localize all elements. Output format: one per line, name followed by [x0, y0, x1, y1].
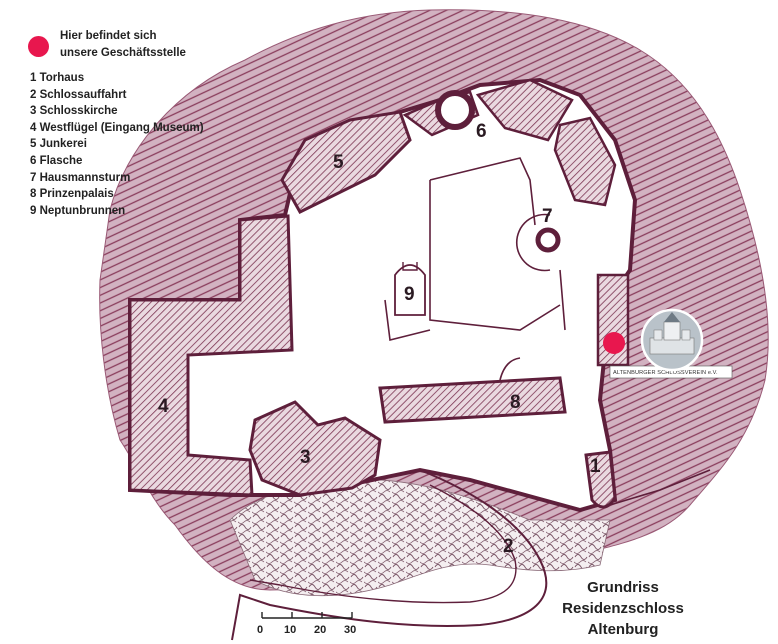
legend-item: 3 Schlosskirche	[30, 105, 118, 118]
map-number-7: 7	[542, 206, 553, 227]
building-north-wing-2	[475, 78, 574, 142]
office-note-line-2: unsere Geschäftsstelle	[60, 46, 186, 59]
legend-item: 7 Hausmannsturm	[30, 171, 131, 184]
legend-item: 2 Schlossauffahrt	[30, 88, 127, 101]
scale-label-30: 30	[344, 624, 356, 636]
title-line-1: Grundriss	[587, 579, 659, 596]
legend-item: 1 Torhaus	[30, 72, 85, 84]
title-line-2: Residenzschloss Altenburg	[562, 600, 684, 638]
building-prinzenpalais	[378, 376, 567, 424]
legend-item: 6 Flasche	[30, 154, 83, 167]
map-number-1: 1	[590, 456, 601, 477]
legend-item: 5 Junkerei	[30, 138, 87, 151]
scale-label-0: 0	[257, 624, 263, 636]
building-schlosskirche	[248, 400, 382, 497]
map-number-3: 3	[300, 447, 311, 468]
scale-label-20: 20	[314, 624, 326, 636]
map-number-5: 5	[333, 152, 344, 173]
driveway	[231, 469, 711, 641]
courtyard-lines	[384, 157, 566, 381]
building-westfluegel	[128, 214, 294, 497]
legend-item: 8 Prinzenpalais	[30, 188, 114, 201]
buildings	[128, 78, 630, 509]
tower-hausmannsturm	[516, 213, 561, 272]
neptune-fountain	[394, 262, 426, 316]
scale-bar: 0 10 20 30	[257, 612, 356, 636]
schlossverein-badge: ALTENBURGER SCHLOSSVEREIN e.V.	[609, 308, 733, 379]
map-number-2: 2	[503, 536, 514, 557]
map-number-9: 9	[404, 284, 415, 305]
legend-item: 9 Neptunbrunnen	[30, 204, 126, 217]
legend-item: 4 Westflügel (Eingang Museum)	[30, 121, 204, 134]
castle-badge-icon	[640, 308, 704, 372]
office-note: Hier befindet sich unsere Geschäftsstell…	[60, 28, 210, 61]
building-junkerei	[280, 110, 412, 214]
tower-flasche	[435, 90, 475, 130]
map-number-6: 6	[476, 121, 487, 142]
office-note-line-1: Hier befindet sich	[60, 30, 157, 42]
building-torhaus	[584, 450, 617, 509]
office-location-marker	[603, 332, 625, 354]
scale-label-10: 10	[284, 624, 296, 636]
legend-red-dot-icon	[28, 36, 49, 57]
map-title: Grundriss Residenzschloss Altenburg	[528, 577, 718, 640]
building-east-wing	[553, 116, 617, 207]
map-number-4: 4	[158, 396, 169, 417]
map-number-8: 8	[510, 392, 521, 413]
badge-label: ALTENBURGER SCHLOSSVEREIN e.V.	[613, 370, 718, 376]
legend-list: 1 Torhaus 2 Schlossauffahrt 3 Schlosskir…	[30, 70, 204, 219]
